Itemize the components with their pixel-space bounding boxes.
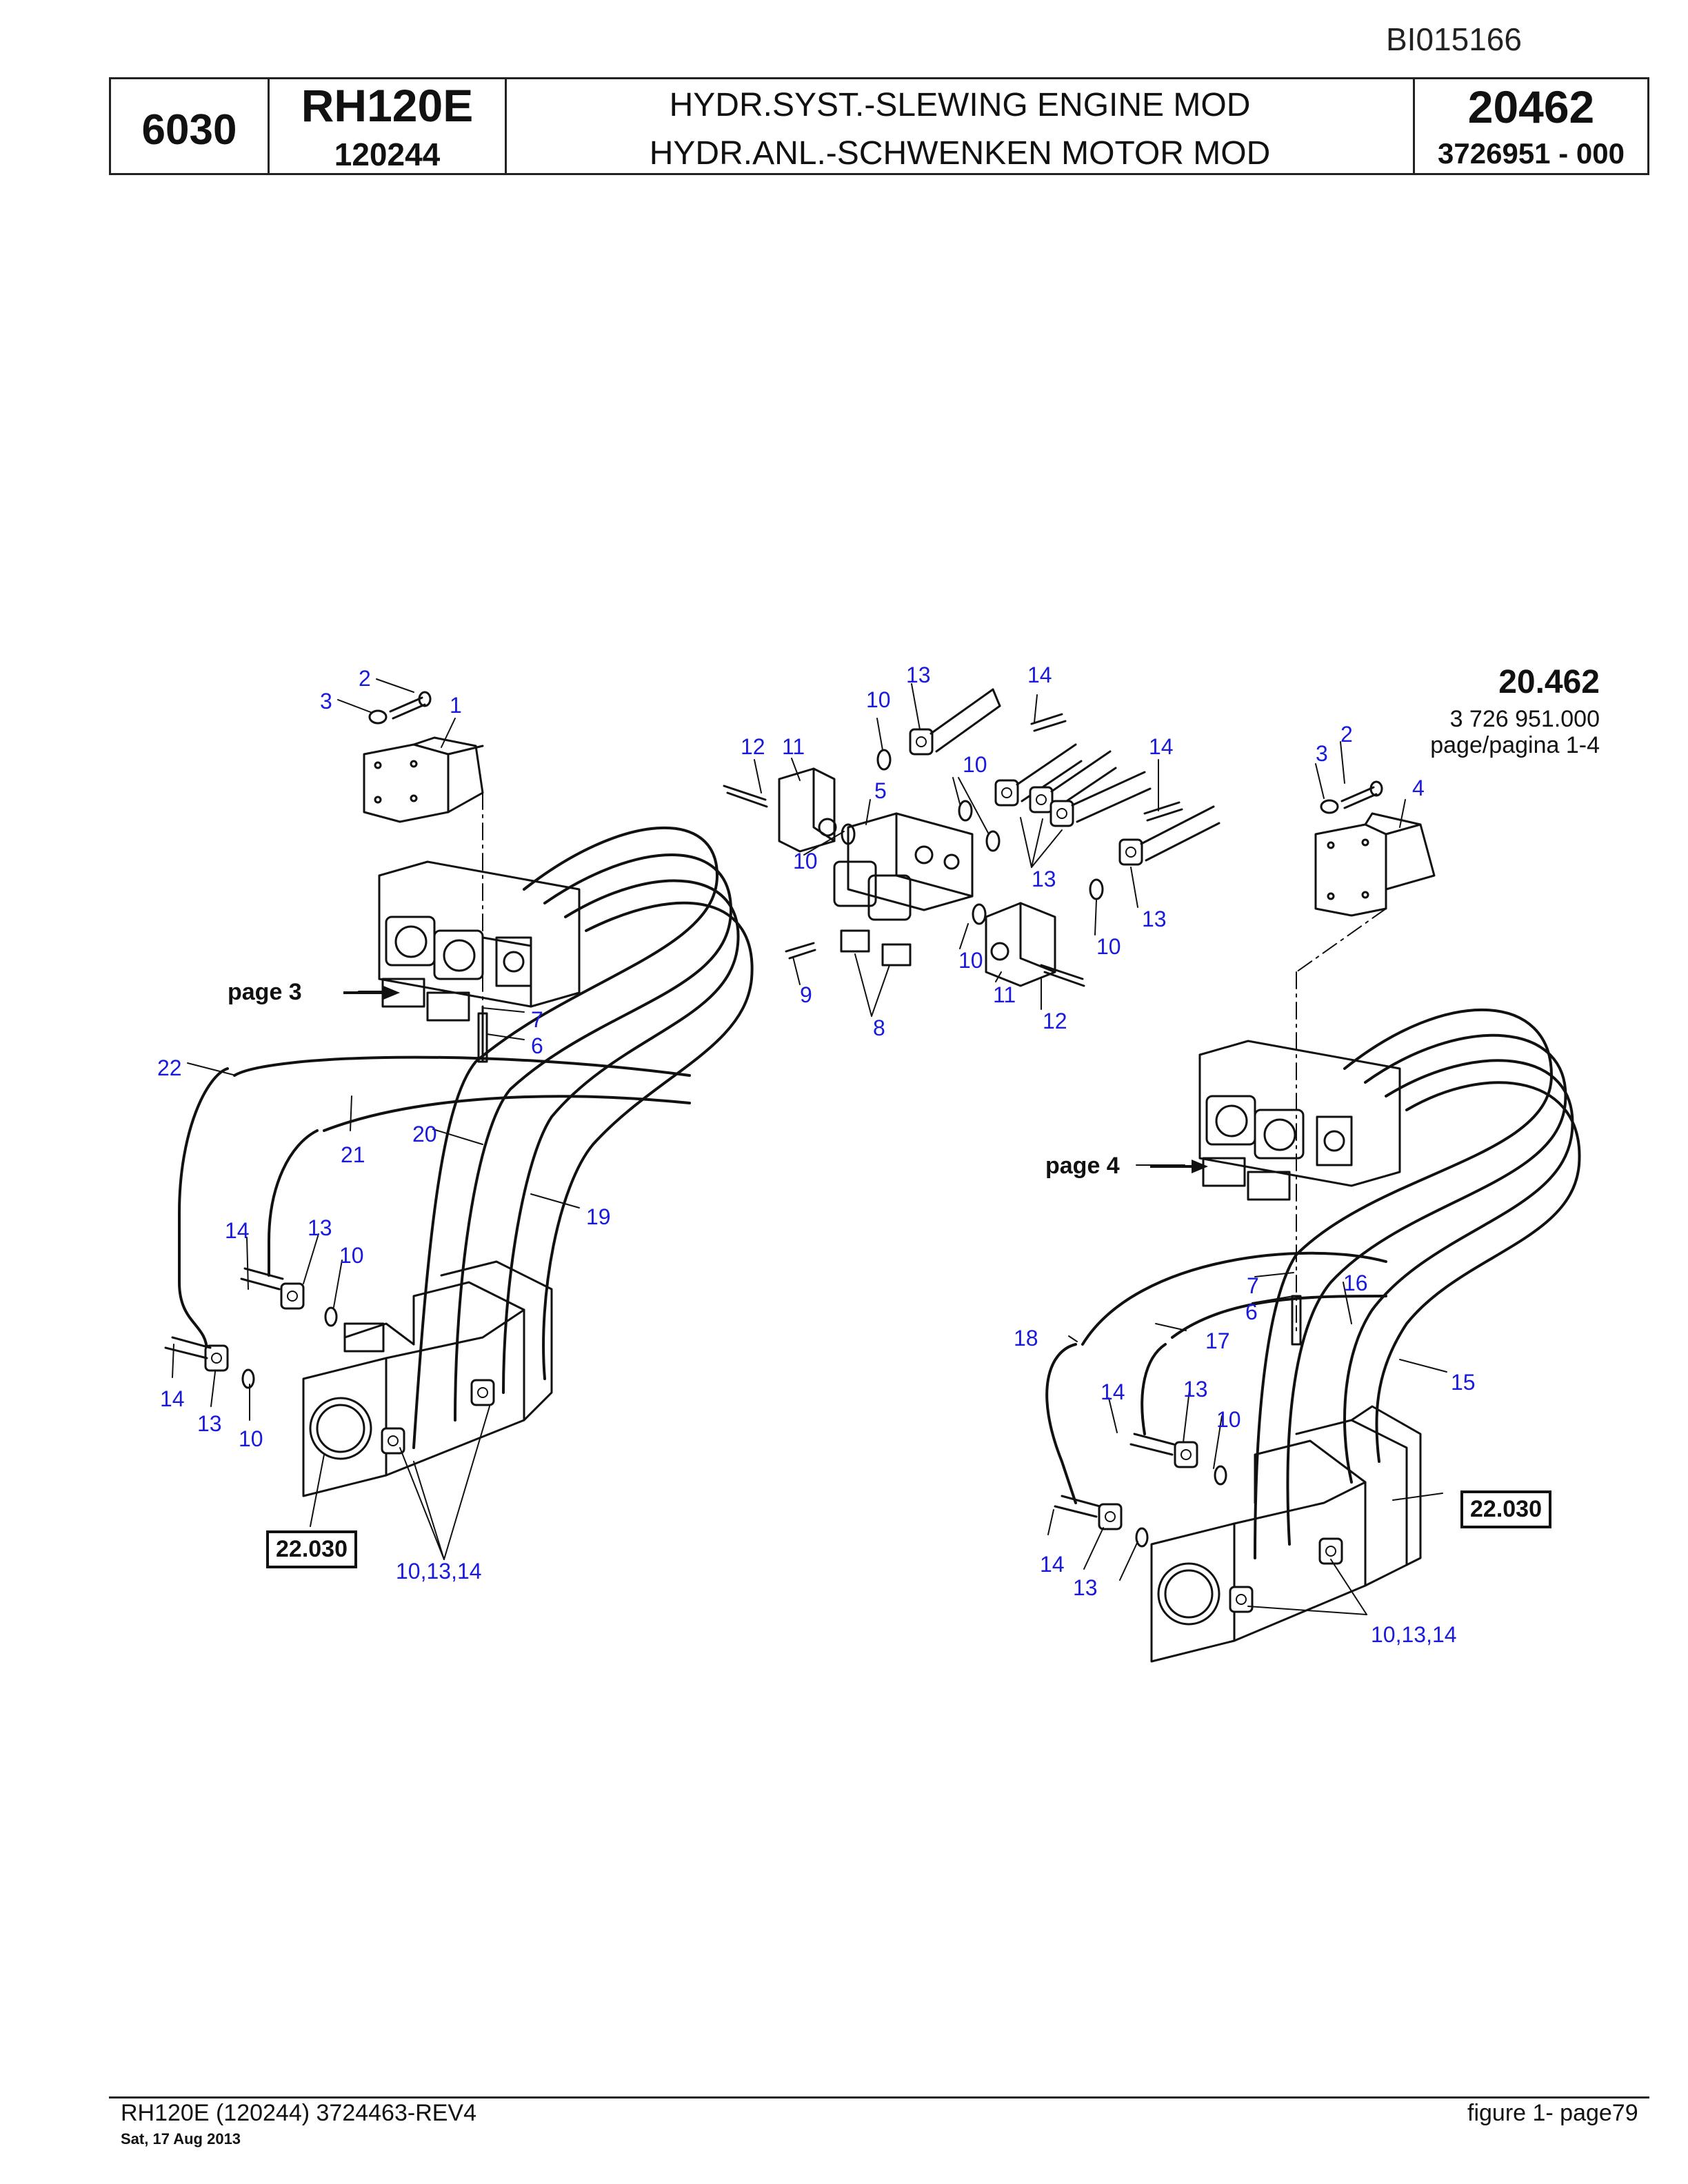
- callout-13-center-b: 13: [1032, 867, 1056, 891]
- callout-13-left-b: 13: [197, 1411, 222, 1436]
- title-english: HYDR.SYST.-SLEWING ENGINE MOD: [669, 87, 1251, 123]
- callout-14-right-a: 14: [1101, 1379, 1125, 1404]
- model-cell: RH120E 120244: [270, 79, 507, 173]
- left-bolt-washer: [368, 691, 432, 725]
- callout-12-center-a: 12: [741, 734, 765, 759]
- callout-12-center-b: 12: [1043, 1009, 1067, 1033]
- callout-11-center-b: 11: [993, 982, 1016, 1007]
- callout-14-right-b: 14: [1040, 1552, 1065, 1577]
- callout-3-left: 3: [320, 689, 332, 714]
- callout-10-center-d: 10: [1096, 934, 1121, 959]
- callout-21: 21: [341, 1142, 365, 1167]
- callout-10-center-e: 10: [958, 948, 983, 973]
- callout-15: 15: [1451, 1370, 1476, 1395]
- page-4-link[interactable]: page 4: [1045, 1153, 1120, 1179]
- callout-11-center-a: 11: [782, 734, 805, 759]
- callout-6-left: 6: [531, 1033, 543, 1058]
- page-3-link[interactable]: page 3: [228, 979, 302, 1005]
- callout-8: 8: [873, 1015, 885, 1040]
- callout-14-left-a: 14: [225, 1218, 250, 1243]
- section-cell: 6030: [111, 79, 270, 173]
- footer-divider: [109, 2096, 1649, 2099]
- callout-14-center-a: 14: [1027, 663, 1052, 687]
- callout-10-13-14-right: 10,13,14: [1371, 1622, 1457, 1647]
- footer-document: RH120E (120244) 3724463-REV4: [121, 2100, 477, 2126]
- right-flanges: [1054, 1433, 1343, 1613]
- callout-13-center-c: 13: [1142, 907, 1167, 931]
- callout-10-center-a: 10: [866, 687, 891, 712]
- right-motor: [1150, 1405, 1422, 1663]
- callout-20: 20: [412, 1122, 437, 1146]
- center-flanges-hoses: [723, 688, 1220, 987]
- document-id: BI015166: [1386, 21, 1522, 57]
- right-bracket: [1296, 812, 1436, 1331]
- section-number: 6030: [141, 106, 237, 154]
- callout-10-center-b: 10: [963, 752, 987, 777]
- right-valve-block: [1198, 1040, 1401, 1346]
- title-german: HYDR.ANL.-SCHWENKEN MOTOR MOD: [649, 135, 1271, 172]
- serial-number: 120244: [334, 136, 441, 172]
- reference-part: 3 726 951.000: [1449, 706, 1600, 732]
- box-ref-right[interactable]: 22.030: [1460, 1490, 1551, 1528]
- reference-pages: page/pagina 1-4: [1430, 732, 1600, 758]
- group-number: 20462: [1467, 81, 1595, 132]
- page-ref-arrows: [343, 986, 1208, 1173]
- callout-10-center-c: 10: [793, 849, 818, 873]
- right-bolt-washer: [1320, 780, 1383, 814]
- box-ref-left[interactable]: 22.030: [266, 1530, 357, 1568]
- reference-number: 20.462: [1498, 664, 1600, 700]
- left-bracket: [363, 736, 484, 1000]
- left-hoses: [178, 826, 754, 1449]
- part-number: 3726951 - 000: [1438, 137, 1625, 170]
- callout-7-right: 7: [1247, 1273, 1259, 1298]
- callout-3-right: 3: [1316, 741, 1328, 766]
- callout-10-left-a: 10: [339, 1243, 364, 1268]
- callout-9: 9: [800, 982, 812, 1007]
- callout-22: 22: [157, 1055, 182, 1080]
- callout-2-left: 2: [359, 666, 371, 691]
- group-cell: 20462 3726951 - 000: [1415, 79, 1647, 173]
- callout-19: 19: [586, 1204, 611, 1229]
- model-name: RH120E: [301, 80, 474, 131]
- callout-6-right: 6: [1245, 1300, 1258, 1324]
- center-orings: [841, 749, 1104, 925]
- callout-18: 18: [1014, 1326, 1038, 1351]
- callout-13-right-a: 13: [1183, 1377, 1208, 1402]
- callout-1: 1: [450, 693, 462, 718]
- footer-date: Sat, 17 Aug 2013: [121, 2130, 241, 2147]
- callout-16: 16: [1343, 1271, 1368, 1295]
- title-block: 6030 RH120E 120244 HYDR.SYST.-SLEWING EN…: [109, 77, 1649, 175]
- callout-2-right: 2: [1340, 722, 1353, 747]
- callout-14-center-b: 14: [1149, 734, 1174, 759]
- callout-10-right-a: 10: [1216, 1407, 1241, 1432]
- callout-13-left-a: 13: [308, 1215, 332, 1240]
- left-valve-block: [378, 860, 581, 1063]
- callout-7-left: 7: [531, 1007, 543, 1032]
- title-cell: HYDR.SYST.-SLEWING ENGINE MOD HYDR.ANL.-…: [507, 79, 1415, 173]
- right-hoses: [1045, 1009, 1581, 1559]
- callout-14-left-b: 14: [160, 1386, 185, 1411]
- callout-13-center-a: 13: [906, 663, 931, 687]
- left-motor: [302, 1260, 553, 1497]
- callout-4: 4: [1412, 776, 1425, 800]
- callout-5: 5: [874, 778, 887, 803]
- callout-10-left-b: 10: [239, 1426, 263, 1451]
- callout-10-13-14-left: 10,13,14: [396, 1559, 482, 1584]
- footer-page: figure 1- page79: [1467, 2100, 1638, 2126]
- callout-17: 17: [1205, 1328, 1230, 1353]
- center-exploded-valves: [778, 767, 1056, 987]
- leader-lines: [172, 678, 1447, 1615]
- callout-labels: 2 3 1 7 6 22 21 20 19 14 13 10 14 13 10 …: [157, 663, 1476, 1647]
- callout-13-right-b: 13: [1073, 1575, 1098, 1600]
